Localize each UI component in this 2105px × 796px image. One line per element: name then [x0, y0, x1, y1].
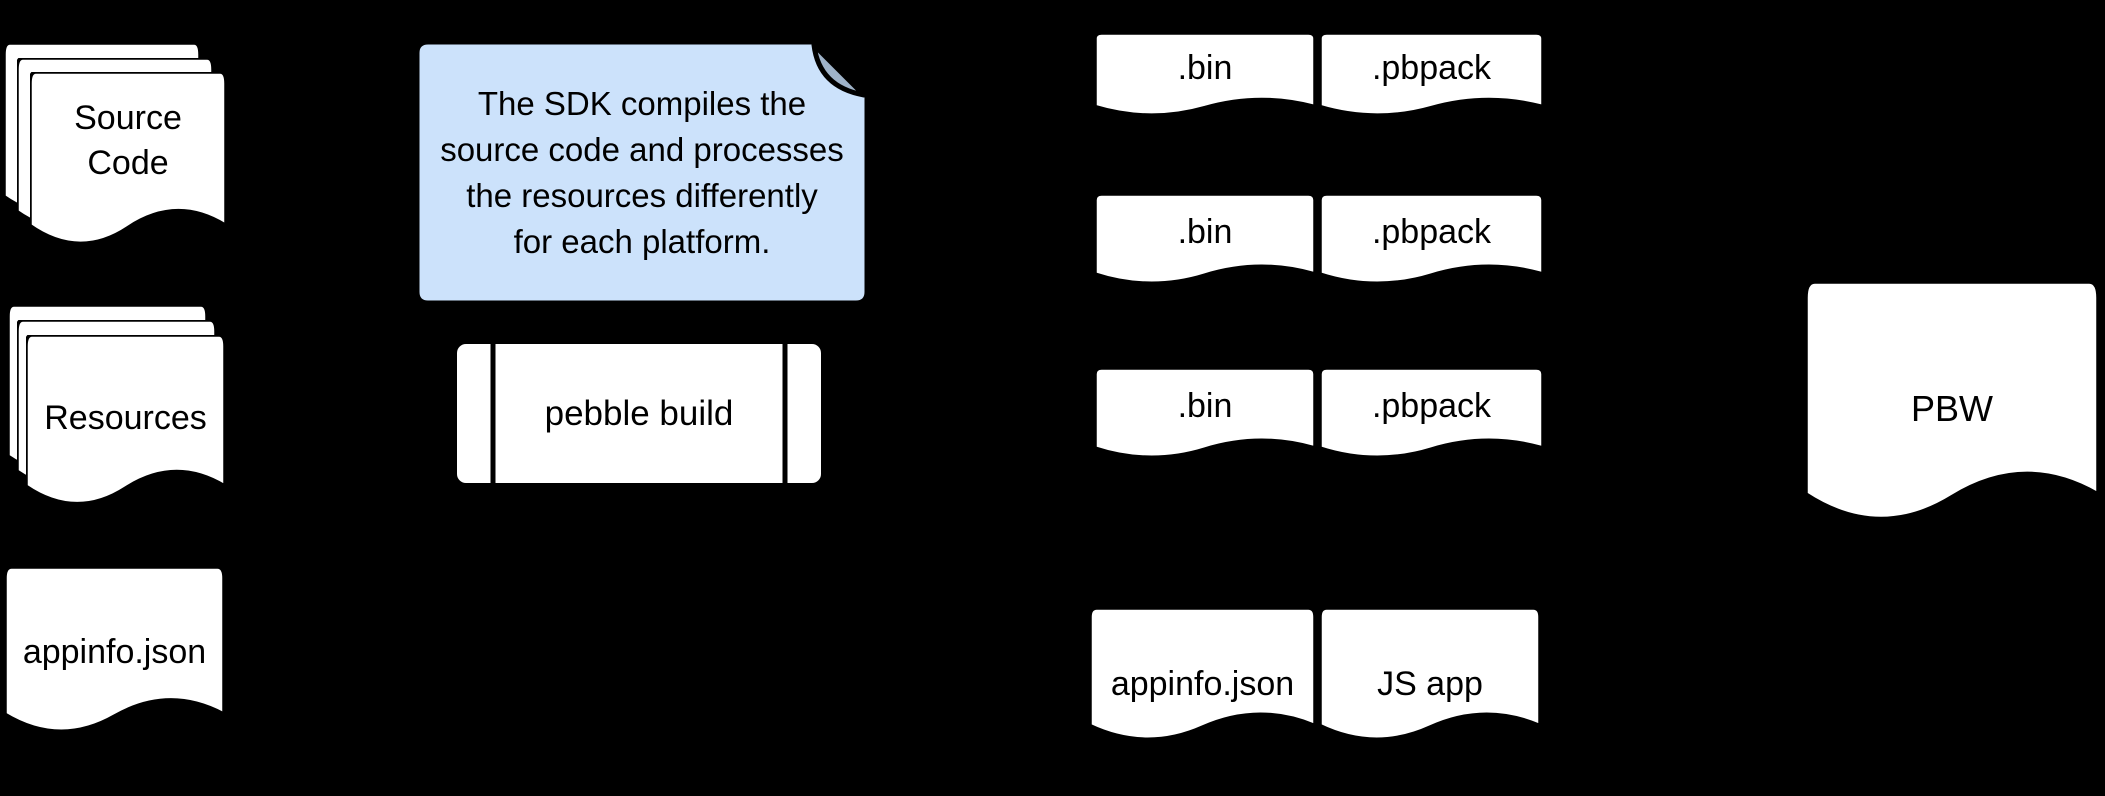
process-pebble-build: pebble build	[453, 340, 825, 487]
document-shape	[5, 567, 224, 751]
note-fold-icon	[811, 43, 866, 98]
pebble-build-label: pebble build	[544, 393, 734, 433]
doc-bin-row1: .bin	[1095, 33, 1315, 125]
document-shape	[1320, 368, 1543, 468]
document-shape	[1095, 194, 1315, 294]
doc-js-app: JS app	[1320, 608, 1540, 755]
doc-pbpack-row2: .pbpack	[1320, 194, 1543, 294]
document-shape	[1320, 194, 1543, 294]
doc-bin-row3: .bin	[1095, 368, 1315, 468]
doc-resources: Resources	[8, 305, 229, 527]
document-shape	[1095, 33, 1315, 125]
doc-appinfo-output: appinfo.json	[1090, 608, 1315, 755]
note: The SDK compiles the source code and pro…	[418, 43, 866, 302]
doc-pbw: PBW	[1806, 282, 2098, 547]
note-text: The SDK compiles the source code and pro…	[440, 84, 844, 260]
doc-pbpack-row3: .pbpack	[1320, 368, 1543, 468]
document-shape	[1320, 33, 1543, 125]
doc-bin-row2: .bin	[1095, 194, 1315, 294]
doc-appinfo-input: appinfo.json	[5, 567, 224, 751]
document-shape	[26, 335, 225, 524]
document-shape	[1090, 608, 1315, 755]
document-shape	[30, 72, 226, 264]
document-shape	[1095, 368, 1315, 468]
doc-pbpack-row1: .pbpack	[1320, 33, 1543, 125]
predefined-process-shape	[453, 340, 825, 487]
document-shape	[1806, 282, 2098, 547]
document-shape	[1320, 608, 1540, 755]
note-shape	[418, 43, 866, 302]
doc-source-code: Source Code	[4, 43, 230, 268]
